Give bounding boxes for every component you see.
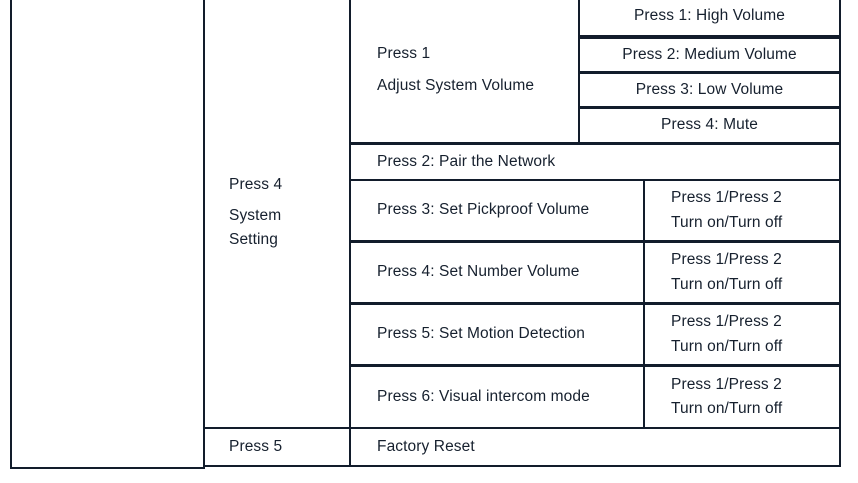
toggle-line1: Press 1/Press 2 xyxy=(671,313,782,331)
level1-cell-press4-system-setting[interactable]: Press 4 System Setting xyxy=(203,0,351,429)
toggle-line2: Turn on/Turn off xyxy=(671,337,783,355)
toggle-line2: Turn on/Turn off xyxy=(671,400,783,417)
toggle-line2: Turn on/Turn off xyxy=(671,275,783,293)
level3-cell-visual-intercom-toggle[interactable]: Press 1/Press 2 Turn on/Turn off xyxy=(643,365,841,429)
pair-network-label: Press 2: Pair the Network xyxy=(377,152,556,170)
number-volume-label: Press 4: Set Number Volume xyxy=(377,263,580,281)
press4-key-label: Press 4 xyxy=(229,175,283,193)
level2-cell-set-pickproof-volume[interactable]: Press 3: Set Pickproof Volume xyxy=(349,179,645,242)
motion-detection-label: Press 5: Set Motion Detection xyxy=(377,325,585,343)
visual-intercom-label: Press 6: Visual intercom mode xyxy=(377,387,590,405)
level3-cell-medium-volume[interactable]: Press 2: Medium Volume xyxy=(578,37,841,73)
press5-key-label: Press 5 xyxy=(229,437,283,455)
level3-cell-pickproof-toggle[interactable]: Press 1/Press 2 Turn on/Turn off xyxy=(643,179,841,242)
level3-cell-high-volume[interactable]: Press 1: High Volume xyxy=(578,0,841,37)
level3-cell-low-volume[interactable]: Press 3: Low Volume xyxy=(578,72,841,108)
empty-parent-column xyxy=(10,0,205,469)
level2-cell-set-motion-detection[interactable]: Press 5: Set Motion Detection xyxy=(349,303,645,366)
option-label: Press 3: Low Volume xyxy=(635,80,784,98)
level3-cell-motion-detection-toggle[interactable]: Press 1/Press 2 Turn on/Turn off xyxy=(643,303,841,366)
press4-name-line2: Setting xyxy=(229,231,278,248)
toggle-line1: Press 1/Press 2 xyxy=(671,251,782,269)
factory-reset-label: Factory Reset xyxy=(377,437,475,455)
toggle-line2: Turn on/Turn off xyxy=(671,213,783,231)
level2-cell-visual-intercom-mode[interactable]: Press 6: Visual intercom mode xyxy=(349,365,645,429)
option-label: Press 4: Mute xyxy=(661,116,758,134)
option-label: Press 2: Medium Volume xyxy=(622,45,797,63)
level2-cell-adjust-system-volume[interactable]: Press 1 Adjust System Volume xyxy=(349,0,580,144)
level2-cell-set-number-volume[interactable]: Press 4: Set Number Volume xyxy=(349,241,645,304)
press4-name-line1: System xyxy=(229,206,282,224)
pickproof-label: Press 3: Set Pickproof Volume xyxy=(377,201,590,219)
level2-cell-factory-reset[interactable]: Factory Reset xyxy=(349,427,841,467)
adjust-volume-title: Adjust System Volume xyxy=(377,76,535,94)
level3-cell-number-volume-toggle[interactable]: Press 1/Press 2 Turn on/Turn off xyxy=(643,241,841,304)
level3-cell-mute[interactable]: Press 4: Mute xyxy=(578,107,841,144)
toggle-line1: Press 1/Press 2 xyxy=(671,189,782,207)
adjust-volume-key-label: Press 1 xyxy=(377,45,431,63)
toggle-line1: Press 1/Press 2 xyxy=(671,375,782,393)
level2-cell-pair-the-network[interactable]: Press 2: Pair the Network xyxy=(349,143,841,181)
level1-cell-press5[interactable]: Press 5 xyxy=(203,427,351,467)
option-label: Press 1: High Volume xyxy=(633,7,786,25)
